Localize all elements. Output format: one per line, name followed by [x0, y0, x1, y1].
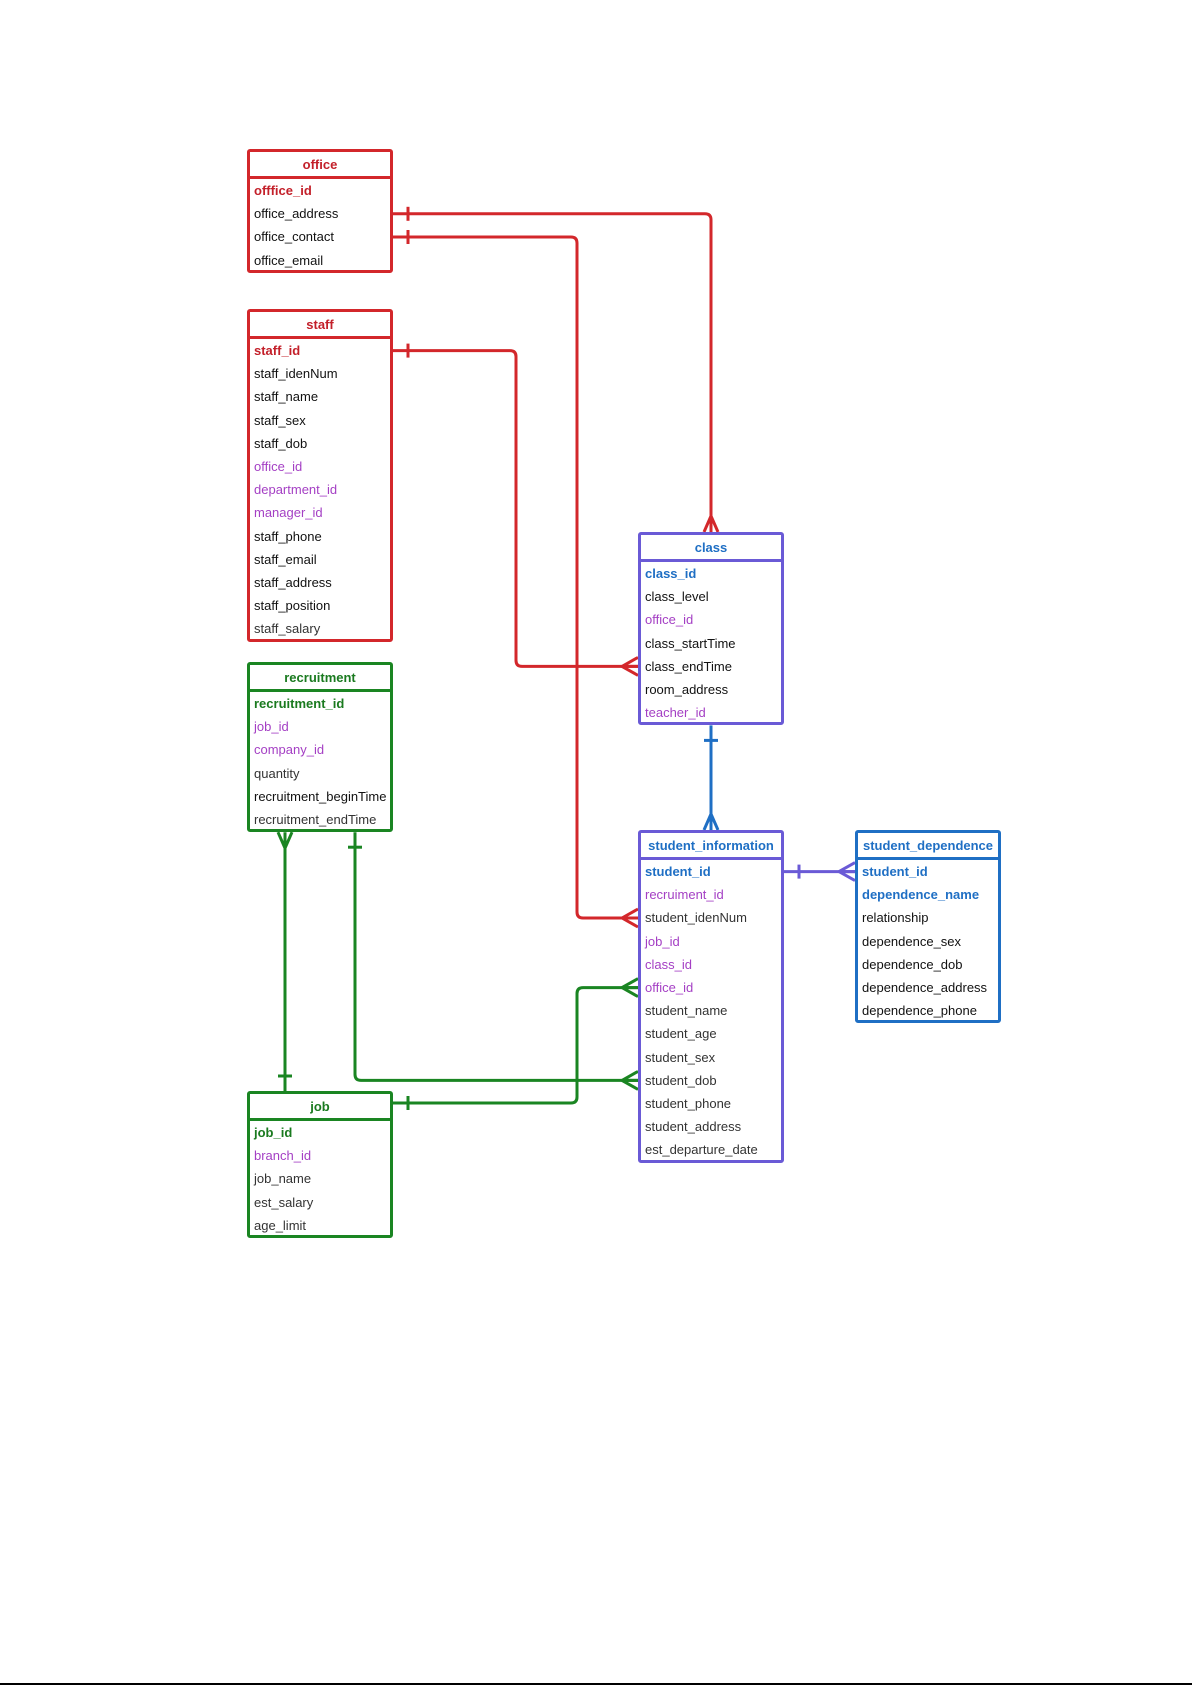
crows-foot-many-marker: [621, 907, 639, 929]
attribute-field: staff_sex: [254, 412, 306, 428]
foreign-key-field: company_id: [254, 742, 325, 758]
attribute-field: dependence_phone: [862, 1003, 977, 1019]
attribute-field: recruitment_beginTime: [254, 788, 387, 804]
entity-title: job: [250, 1094, 390, 1121]
attribute-field: staff_name: [254, 389, 319, 405]
entity-recruitment[interactable]: recruitment recruitment_id job_id company_i…: [247, 662, 393, 833]
attribute-field: class_level: [645, 589, 709, 605]
attribute-field: staff_position: [254, 598, 331, 614]
attribute-field: job_name: [254, 1171, 312, 1187]
entity-title: student_dependence: [858, 833, 998, 860]
foreign-key-field: office_id: [254, 458, 303, 474]
foreign-key-field: class_id: [645, 956, 692, 972]
crows-foot-many-marker: [621, 656, 639, 677]
foreign-key-field: job_id: [254, 719, 289, 735]
link-recruitment-student: [353, 832, 638, 1082]
attribute-field: relationship: [862, 910, 929, 926]
crows-foot-many-marker: [621, 977, 639, 998]
crows-foot-many-marker: [702, 813, 720, 831]
attribute-field: class_endTime: [645, 658, 732, 674]
attribute-field: dependence_dob: [862, 956, 963, 972]
entity-student-information[interactable]: student_information student_id recruiment_…: [638, 830, 784, 1163]
entity-title: class: [641, 535, 781, 562]
foreign-key-field: department_id: [254, 482, 338, 498]
attribute-field: age_limit: [254, 1217, 307, 1233]
crows-foot-many-marker: [838, 861, 856, 882]
attribute-field: quantity: [254, 765, 300, 781]
attribute-field: student_address: [645, 1119, 742, 1135]
link-staff-class: [393, 349, 638, 668]
attribute-field: staff_email: [254, 551, 317, 567]
entity-title: staff: [250, 312, 390, 339]
attribute-field: student_age: [645, 1026, 717, 1042]
foreign-key-field: manager_id: [254, 505, 323, 521]
foreign-key-field: job_id: [645, 933, 680, 949]
foreign-key-field: recruiment_id: [645, 887, 724, 903]
foreign-key-field: branch_id: [254, 1148, 312, 1164]
primary-key-field: job_id: [254, 1125, 293, 1140]
attribute-field: staff_salary: [254, 621, 321, 637]
attribute-field: dependence_address: [862, 979, 988, 995]
link-job-student: [393, 986, 638, 1105]
attribute-field: office_address: [254, 206, 339, 222]
attribute-field: staff_phone: [254, 528, 322, 544]
attribute-field: dependence_sex: [862, 933, 962, 949]
attribute-field: student_dob: [645, 1072, 717, 1088]
attribute-field: room_address: [645, 681, 729, 697]
attribute-field: office_email: [254, 252, 324, 268]
entity-job[interactable]: job job_id branch_id job_name est_salary age_…: [247, 1091, 393, 1238]
attribute-field: office_contact: [254, 229, 334, 245]
crows-foot-many-marker: [621, 1070, 639, 1091]
attribute-field: class_startTime: [645, 635, 736, 651]
attribute-field: recruitment_endTime: [254, 811, 377, 827]
attribute-field: staff_address: [254, 574, 332, 590]
foreign-key-field: office_id: [645, 979, 694, 995]
foreign-key-field: office_id: [645, 612, 694, 628]
entity-office[interactable]: office offfice_id office_address office_con…: [247, 149, 393, 273]
attribute-field: student_idenNum: [645, 910, 747, 926]
crows-foot-many-marker: [702, 515, 720, 533]
attribute-field: staff_idenNum: [254, 366, 338, 382]
primary-key-field: class_id: [645, 566, 697, 581]
primary-key-field: student_id: [862, 864, 928, 879]
attribute-field: student_phone: [645, 1095, 732, 1111]
crows-foot-many-marker: [276, 831, 294, 849]
page-bottom-rule: [0, 1683, 1192, 1685]
entity-class[interactable]: class class_id class_level office_id class_s…: [638, 532, 784, 726]
primary-key-field: staff_id: [254, 343, 301, 358]
primary-key-field: offfice_id: [254, 183, 312, 198]
entity-title: recruitment: [250, 665, 390, 692]
entity-student-dependence[interactable]: student_dependence student_id dependence_n…: [855, 830, 1001, 1024]
attribute-field: est_salary: [254, 1194, 314, 1210]
attribute-field: est_departure_date: [645, 1142, 758, 1158]
attribute-field: student_name: [645, 1003, 728, 1019]
primary-key-field: dependence_name: [862, 887, 980, 903]
entity-title: office: [250, 152, 390, 179]
entity-title: student_information: [641, 833, 781, 860]
link-office-student: [393, 235, 638, 920]
foreign-key-field: teacher_id: [645, 705, 706, 721]
attribute-field: student_sex: [645, 1049, 716, 1065]
primary-key-field: recruitment_id: [254, 696, 345, 711]
link-office-class: [393, 212, 713, 532]
attribute-field: staff_dob: [254, 435, 308, 451]
primary-key-field: student_id: [645, 864, 711, 879]
